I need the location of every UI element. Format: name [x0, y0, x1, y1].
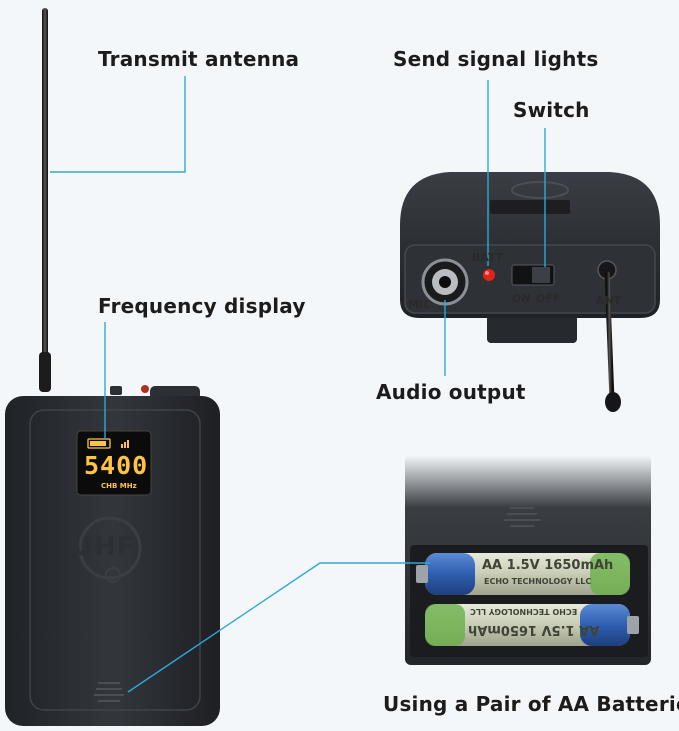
ant-tag: ANT	[596, 294, 622, 307]
batt-tag: BATT	[472, 251, 504, 264]
battery-top-brand: ECHO TECHNOLOGY LLC	[484, 577, 592, 586]
off-tag: OFF	[536, 292, 561, 305]
callout-batteries	[127, 562, 430, 693]
label-send-signal-lights: Send signal lights	[393, 47, 599, 71]
callout-lines	[50, 76, 546, 693]
label-batteries: Using a Pair of AA Batteries	[383, 692, 679, 716]
frequency-lcd	[76, 430, 152, 496]
battery-compartment	[405, 455, 651, 665]
battery-top	[416, 553, 630, 595]
mic-tag: MIC	[408, 298, 432, 311]
callout-transmit-antenna	[50, 76, 186, 173]
label-frequency-display: Frequency display	[98, 294, 306, 318]
label-audio-output: Audio output	[376, 380, 526, 404]
top-view-device	[400, 172, 660, 412]
battery-bottom-spec: AA 1.5V 1650mAh	[468, 622, 600, 637]
on-tag: ON	[512, 292, 531, 305]
transmitter-body	[5, 385, 220, 726]
lcd-frequency: 5400	[84, 451, 149, 480]
battery-bottom	[425, 604, 639, 646]
label-switch: Switch	[513, 98, 590, 122]
label-transmit-antenna: Transmit antenna	[98, 47, 300, 71]
battery-led	[483, 269, 495, 281]
uhf-logo: UHF	[72, 532, 136, 562]
battery-bottom-brand: ECHO TECHNOLOGY LLC	[470, 607, 578, 616]
battery-top-spec: AA 1.5V 1650mAh	[482, 558, 614, 573]
lcd-channel: CHB MHz	[101, 482, 137, 490]
antenna	[39, 8, 51, 392]
power-led	[141, 385, 149, 393]
